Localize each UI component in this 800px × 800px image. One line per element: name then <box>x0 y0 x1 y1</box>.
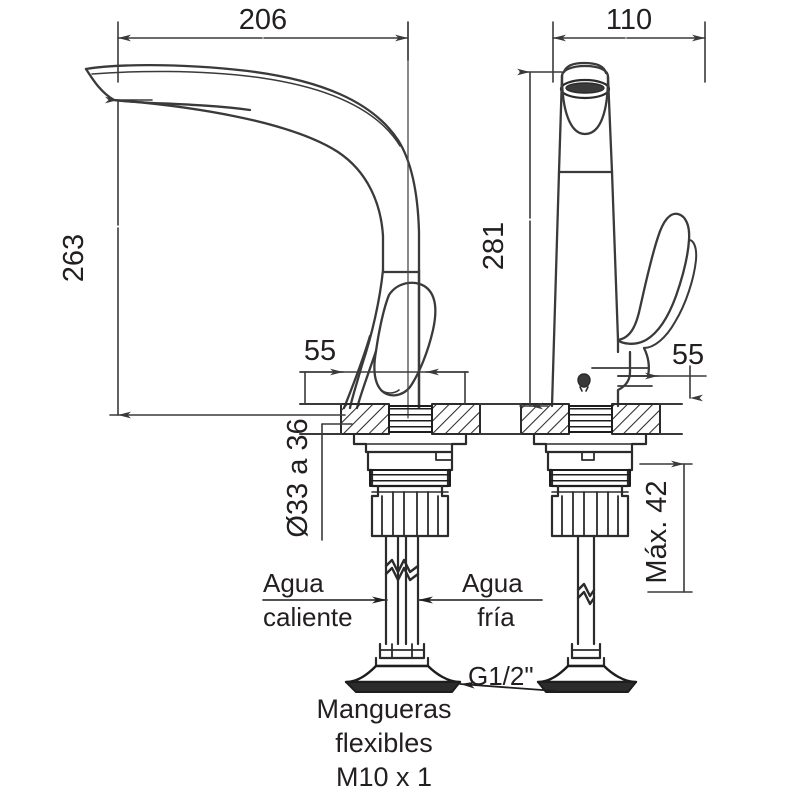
dimension-hole-diameter-label: Ø33 a 36 <box>282 418 314 537</box>
hose-caption-line2: flexibles <box>335 728 433 758</box>
dimension-max-thickness <box>639 460 693 593</box>
dimension-side-55-label: 55 <box>672 339 704 371</box>
front-view-geometry <box>84 21 501 693</box>
hot-water-label-line1: Agua <box>263 568 324 598</box>
dimension-side-width <box>552 21 706 83</box>
dimension-max-42-label: Máx. 42 <box>641 480 673 583</box>
thread-leader <box>459 681 557 692</box>
cold-water-label-line2: fría <box>477 602 515 632</box>
cold-water-label-line1: Agua <box>462 568 523 598</box>
dimension-side-offset <box>617 365 707 402</box>
dimension-front-offset <box>299 368 469 405</box>
dimension-263-label: 263 <box>58 234 90 282</box>
dimension-front-55-label: 55 <box>304 335 336 367</box>
dimension-281-label: 281 <box>478 222 510 270</box>
hose-caption-line1: Mangueras <box>316 694 451 724</box>
hose-caption-line3: M10 x 1 <box>336 762 432 792</box>
thread-label: G1/2" <box>468 661 534 691</box>
hot-water-label-line2: caliente <box>263 602 353 632</box>
front-mounting-flange <box>299 403 501 435</box>
dimension-206-label: 206 <box>239 4 287 36</box>
dimension-side-height <box>517 68 563 410</box>
side-view-geometry <box>499 61 698 693</box>
dimension-front-height <box>105 96 346 419</box>
side-mounting-flange <box>499 403 683 435</box>
dimension-110-label: 110 <box>606 4 652 36</box>
dimension-hole-diameter <box>321 423 353 541</box>
dimension-front-width <box>117 21 409 83</box>
